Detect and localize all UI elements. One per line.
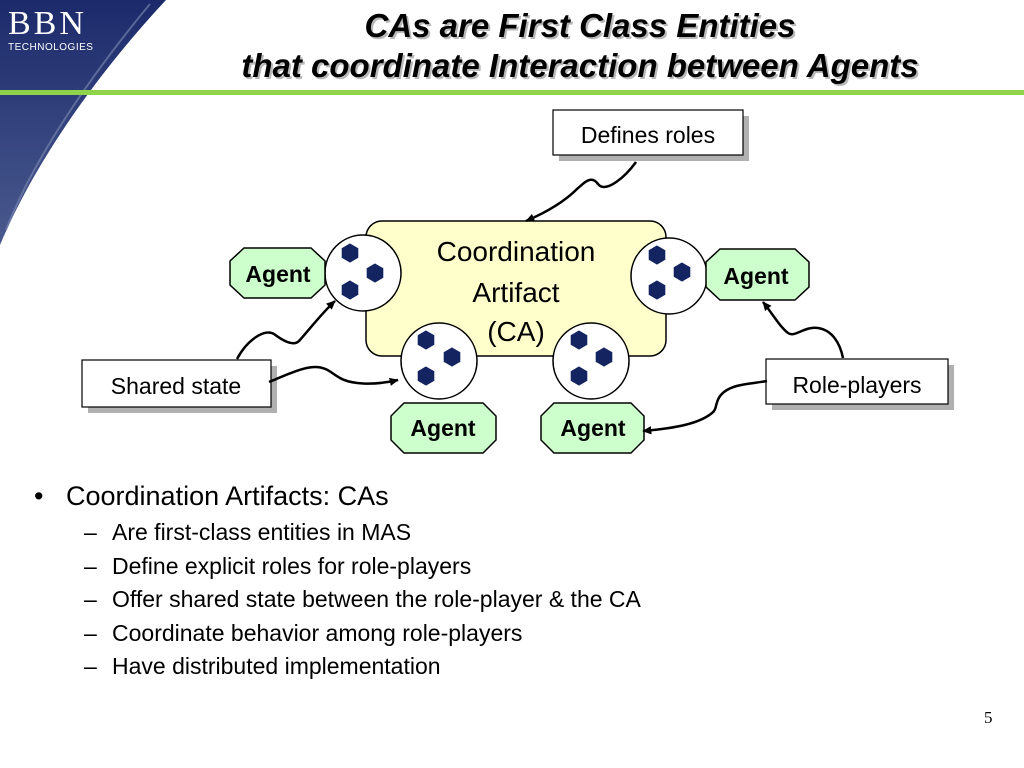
role-circle-top-left [324,234,402,312]
bullet-main-text: Coordination Artifacts: CAs [66,481,389,511]
ca-label-line-1: Coordination [437,236,596,267]
sub-bullet-dash: – [84,653,97,679]
title-line-1: CAs are First Class Entities [364,7,796,44]
sub-bullet-item: –Offer shared state between the role-pla… [84,583,934,617]
role-circle-bottom-left [400,322,478,400]
sub-bullet-dash: – [84,586,97,612]
logo-bbn: BBN [8,5,87,42]
logo-swoosh [0,0,166,245]
page-title: CAs are First Class Entities that coordi… [140,6,1020,86]
role-circle-top-right [630,237,708,315]
role-circle-bottom-right [552,322,630,400]
sub-bullet-item: –Have distributed implementation [84,650,934,684]
callout-shared-state: Shared state [81,359,277,413]
sub-bullet-text: Offer shared state between the role-play… [112,586,641,612]
agent-text-bottom-right: Agent [560,415,626,441]
arrow-shared-state-top [235,300,336,360]
ca-label-line-2: Artifact [472,277,559,308]
bullet-main-item: • Coordination Artifacts: CAs [34,478,934,514]
sub-bullet-text: Are first-class entities in MAS [112,519,412,545]
callout-shared-state-text: Shared state [111,373,241,399]
bullet-dot: • [34,481,44,511]
agent-label-bottom-left: Agent [390,402,497,454]
sub-bullet-text: Coordinate behavior among role-players [112,619,523,646]
sub-bullet-text: Define explicit roles for role-players [112,552,472,579]
sub-bullet-dash: – [84,619,97,646]
sub-bullet-dash: – [84,552,97,579]
title-rule [0,90,1024,95]
callout-role-players: Role-players [765,358,954,410]
logo-swoosh-highlight [5,3,151,231]
sub-bullet-dash: – [84,519,97,545]
page-number: 5 [984,708,993,727]
agent-text-top-left: Agent [245,261,311,287]
callout-role-players-text: Role-players [792,372,921,398]
sub-bullet-item: –Coordinate behavior among role-players [84,617,934,651]
agent-text-bottom-left: Agent [410,415,476,441]
ca-label-line-3: (CA) [487,316,545,347]
bullet-list: • Coordination Artifacts: CAs –Are first… [34,478,934,684]
callout-defines-roles: Defines roles [552,109,749,161]
agent-label-top-left: Agent [229,247,326,299]
sub-bullet-text: Have distributed implementation [112,653,441,679]
title-line-2: that coordinate Interaction between Agen… [241,47,919,84]
callout-defines-roles-text: Defines roles [581,122,715,148]
arrow-role-players-top [762,301,845,359]
agent-text-top-right: Agent [723,263,789,289]
sub-bullet-item: –Are first-class entities in MAS [84,516,934,550]
arrow-shared-state-bottom [268,365,399,386]
agent-label-bottom-right: Agent [540,402,645,454]
arrow-role-players-bottom [642,379,768,435]
sub-bullet-item: –Define explicit roles for role-players [84,550,934,584]
logo-technologies: TECHNOLOGIES [8,42,94,53]
arrow-defines-roles [525,161,638,223]
agent-label-top-right: Agent [705,248,810,301]
sub-bullet-list: –Are first-class entities in MAS –Define… [84,516,934,684]
